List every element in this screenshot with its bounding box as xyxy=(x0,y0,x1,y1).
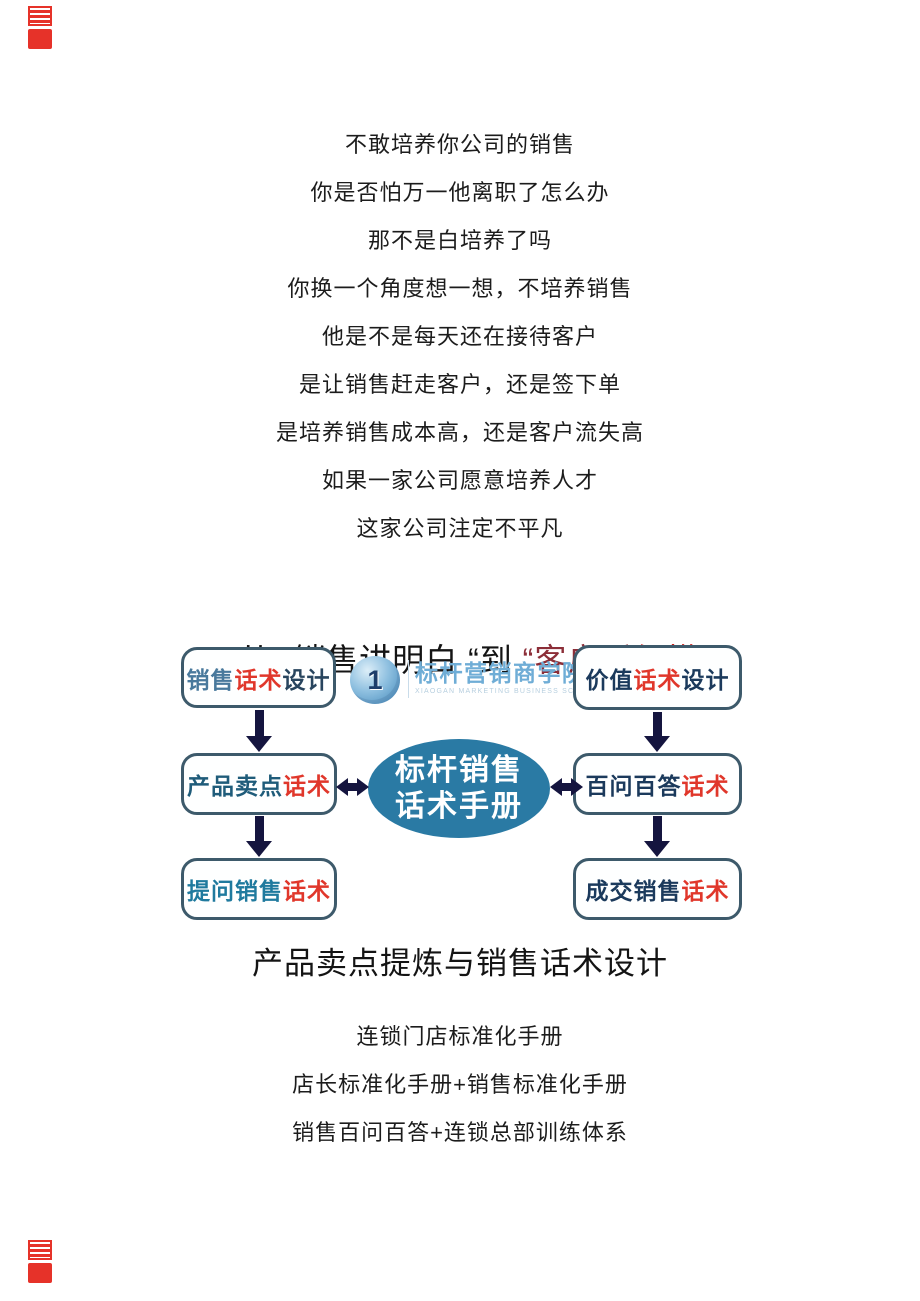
double-arrow-icon xyxy=(550,778,583,796)
red-mark-stripes xyxy=(28,6,52,26)
box-text-segment: 话术 xyxy=(283,773,331,799)
box-text-segment: 百问百答 xyxy=(585,773,682,799)
footer-text-block: 连锁门店标准化手册店长标准化手册+销售标准化手册销售百问百答+连锁总部训练体系 xyxy=(0,1013,920,1157)
headline-dark-red-part: “客户听 xyxy=(522,642,634,678)
text-line: 那不是白培养了吗 xyxy=(367,228,552,253)
intro-text-block: 不敢培养你公司的销售你是否怕万一他离职了怎么办那不是白培养了吗你换一个角度想一想… xyxy=(0,121,920,553)
box-text-segment: 话术 xyxy=(283,878,331,904)
box-text-segment: 话术 xyxy=(681,773,730,799)
text-line: 店长标准化手册+销售标准化手册 xyxy=(292,1072,628,1097)
ellipse-line-1: 标杆销售 xyxy=(395,753,523,787)
down-arrow-icon xyxy=(644,816,670,857)
red-mark-block xyxy=(28,29,52,49)
red-mark-stripes xyxy=(28,1240,52,1260)
down-arrow-icon xyxy=(644,712,670,752)
flow-box-closing-sales-script: 成交销售话术 xyxy=(573,858,742,920)
box-text-segment: 产品卖点 xyxy=(187,773,283,799)
down-arrow-icon xyxy=(246,816,272,857)
center-ellipse-script-handbook: 标杆销售 话术手册 xyxy=(368,739,550,838)
text-line: 这家公司注定不平凡 xyxy=(356,516,564,541)
double-arrow-icon xyxy=(336,778,369,796)
main-headline: 从 “销售讲明白 “到 “客户听得懂 “ xyxy=(0,598,920,718)
text-line: 你换一个角度想一想，不培养销售 xyxy=(287,276,633,301)
text-line: 是让销售赶走客户，还是签下单 xyxy=(298,372,621,397)
red-corner-mark-bottom xyxy=(28,1240,54,1286)
text-line: 如果一家公司愿意培养人才 xyxy=(321,468,598,493)
text-line: 是培养销售成本高，还是客户流失高 xyxy=(275,420,644,445)
text-line: 他是不是每天还在接待客户 xyxy=(321,324,598,349)
box-text-segment: 成交销售 xyxy=(585,878,682,904)
text-line: 销售百问百答+连锁总部训练体系 xyxy=(292,1120,628,1145)
section-title: 产品卖点提炼与销售话术设计 xyxy=(252,946,668,981)
flow-box-question-selling-script: 提问销售话术 xyxy=(181,858,337,920)
flow-box-hundred-qa-script: 百问百答话术 xyxy=(573,753,742,815)
headline-black-part: 从 “销售讲明白 “到 xyxy=(238,642,523,678)
text-line: 连锁门店标准化手册 xyxy=(356,1024,564,1049)
red-mark-block xyxy=(28,1263,52,1283)
text-line: 你是否怕万一他离职了怎么办 xyxy=(310,180,610,205)
headline-bright-red-part: 得懂 “ xyxy=(633,642,721,678)
red-corner-mark-top xyxy=(28,6,54,52)
ellipse-line-2: 话术手册 xyxy=(395,789,523,823)
text-line: 不敢培养你公司的销售 xyxy=(344,132,575,157)
box-text-segment: 提问销售 xyxy=(187,878,283,904)
box-text-segment: 话术 xyxy=(681,878,730,904)
flow-box-product-selling-point-script: 产品卖点话术 xyxy=(181,753,337,815)
